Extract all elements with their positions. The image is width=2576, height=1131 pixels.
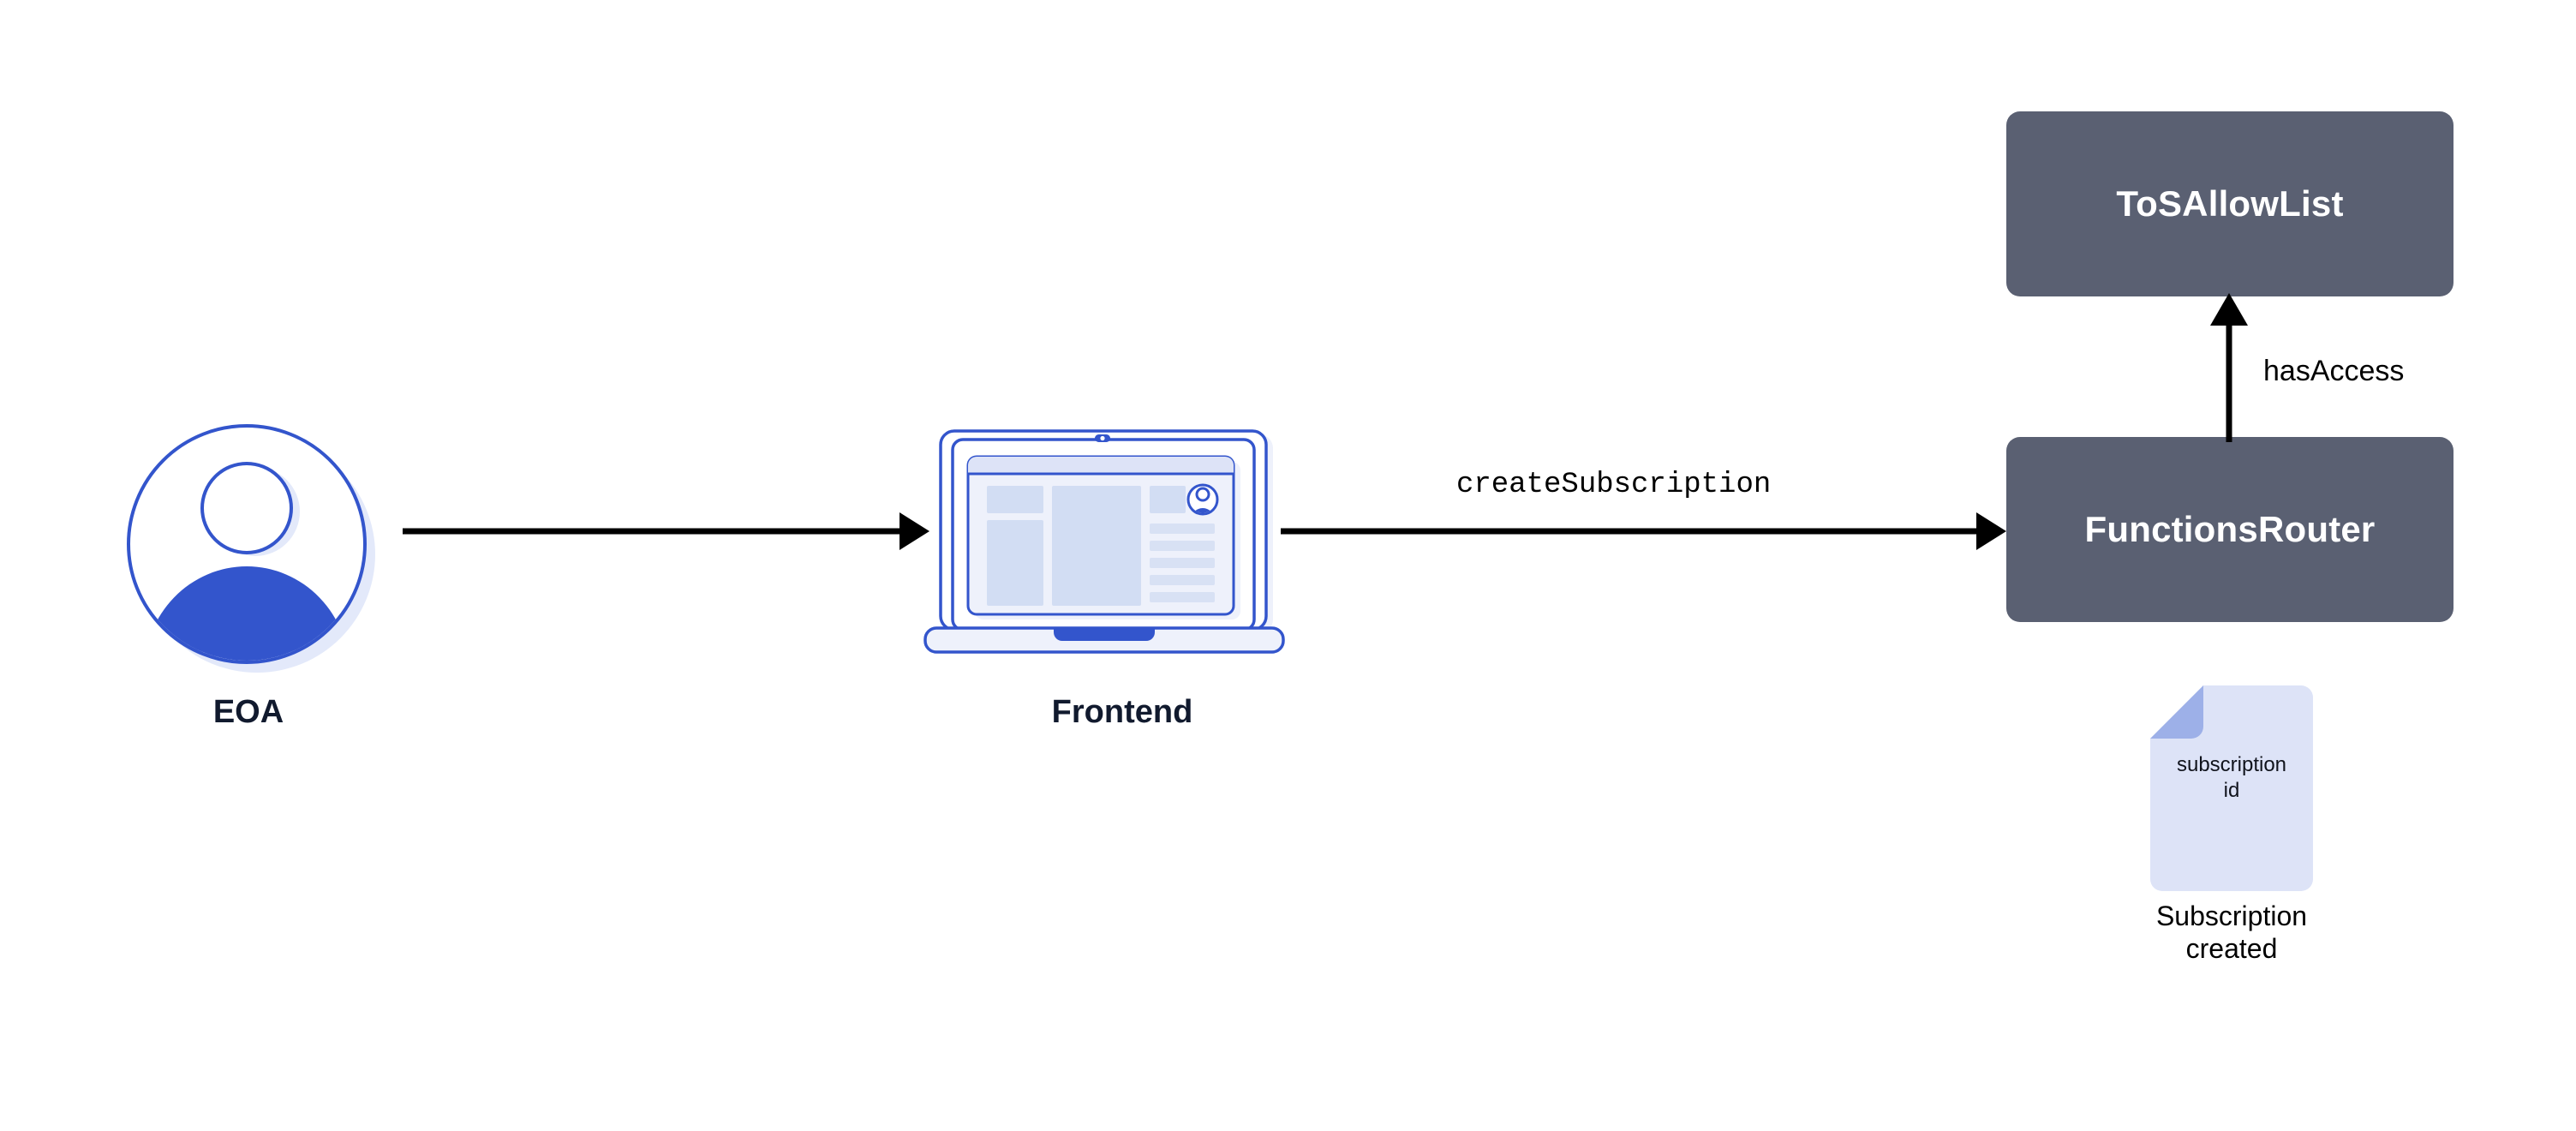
doc-caption-line1: Subscription — [2155, 901, 2308, 931]
edge-eoa-to-frontend — [403, 506, 934, 557]
frontend-label: Frontend — [1051, 694, 1193, 730]
subscription-document-caption: Subscription created — [2082, 900, 2382, 966]
document-icon — [2150, 685, 2313, 891]
user-avatar-icon — [127, 424, 375, 673]
edge-label-hasaccess: hasAccess — [2263, 355, 2405, 387]
eoa-node[interactable] — [120, 416, 377, 673]
edge-router-to-allowlist — [2203, 290, 2255, 442]
subscription-document-node[interactable]: subscription id — [2150, 685, 2313, 891]
edge-label-createsubscription: createSubscription — [1456, 469, 1772, 501]
doc-caption-line2: created — [2185, 933, 2278, 965]
edge-frontend-to-router — [1281, 506, 2017, 557]
functionsrouter-label: FunctionsRouter — [2084, 509, 2376, 549]
tosallowlist-label: ToSAllowList — [2116, 183, 2344, 224]
node-tosallowlist[interactable]: ToSAllowList — [2006, 111, 2453, 296]
laptop-icon — [923, 429, 1285, 654]
screen-avatar-icon — [1186, 483, 1219, 516]
node-functionsrouter[interactable]: FunctionsRouter — [2006, 437, 2453, 622]
frontend-node[interactable] — [923, 424, 1311, 681]
eoa-label: EOA — [212, 694, 284, 730]
